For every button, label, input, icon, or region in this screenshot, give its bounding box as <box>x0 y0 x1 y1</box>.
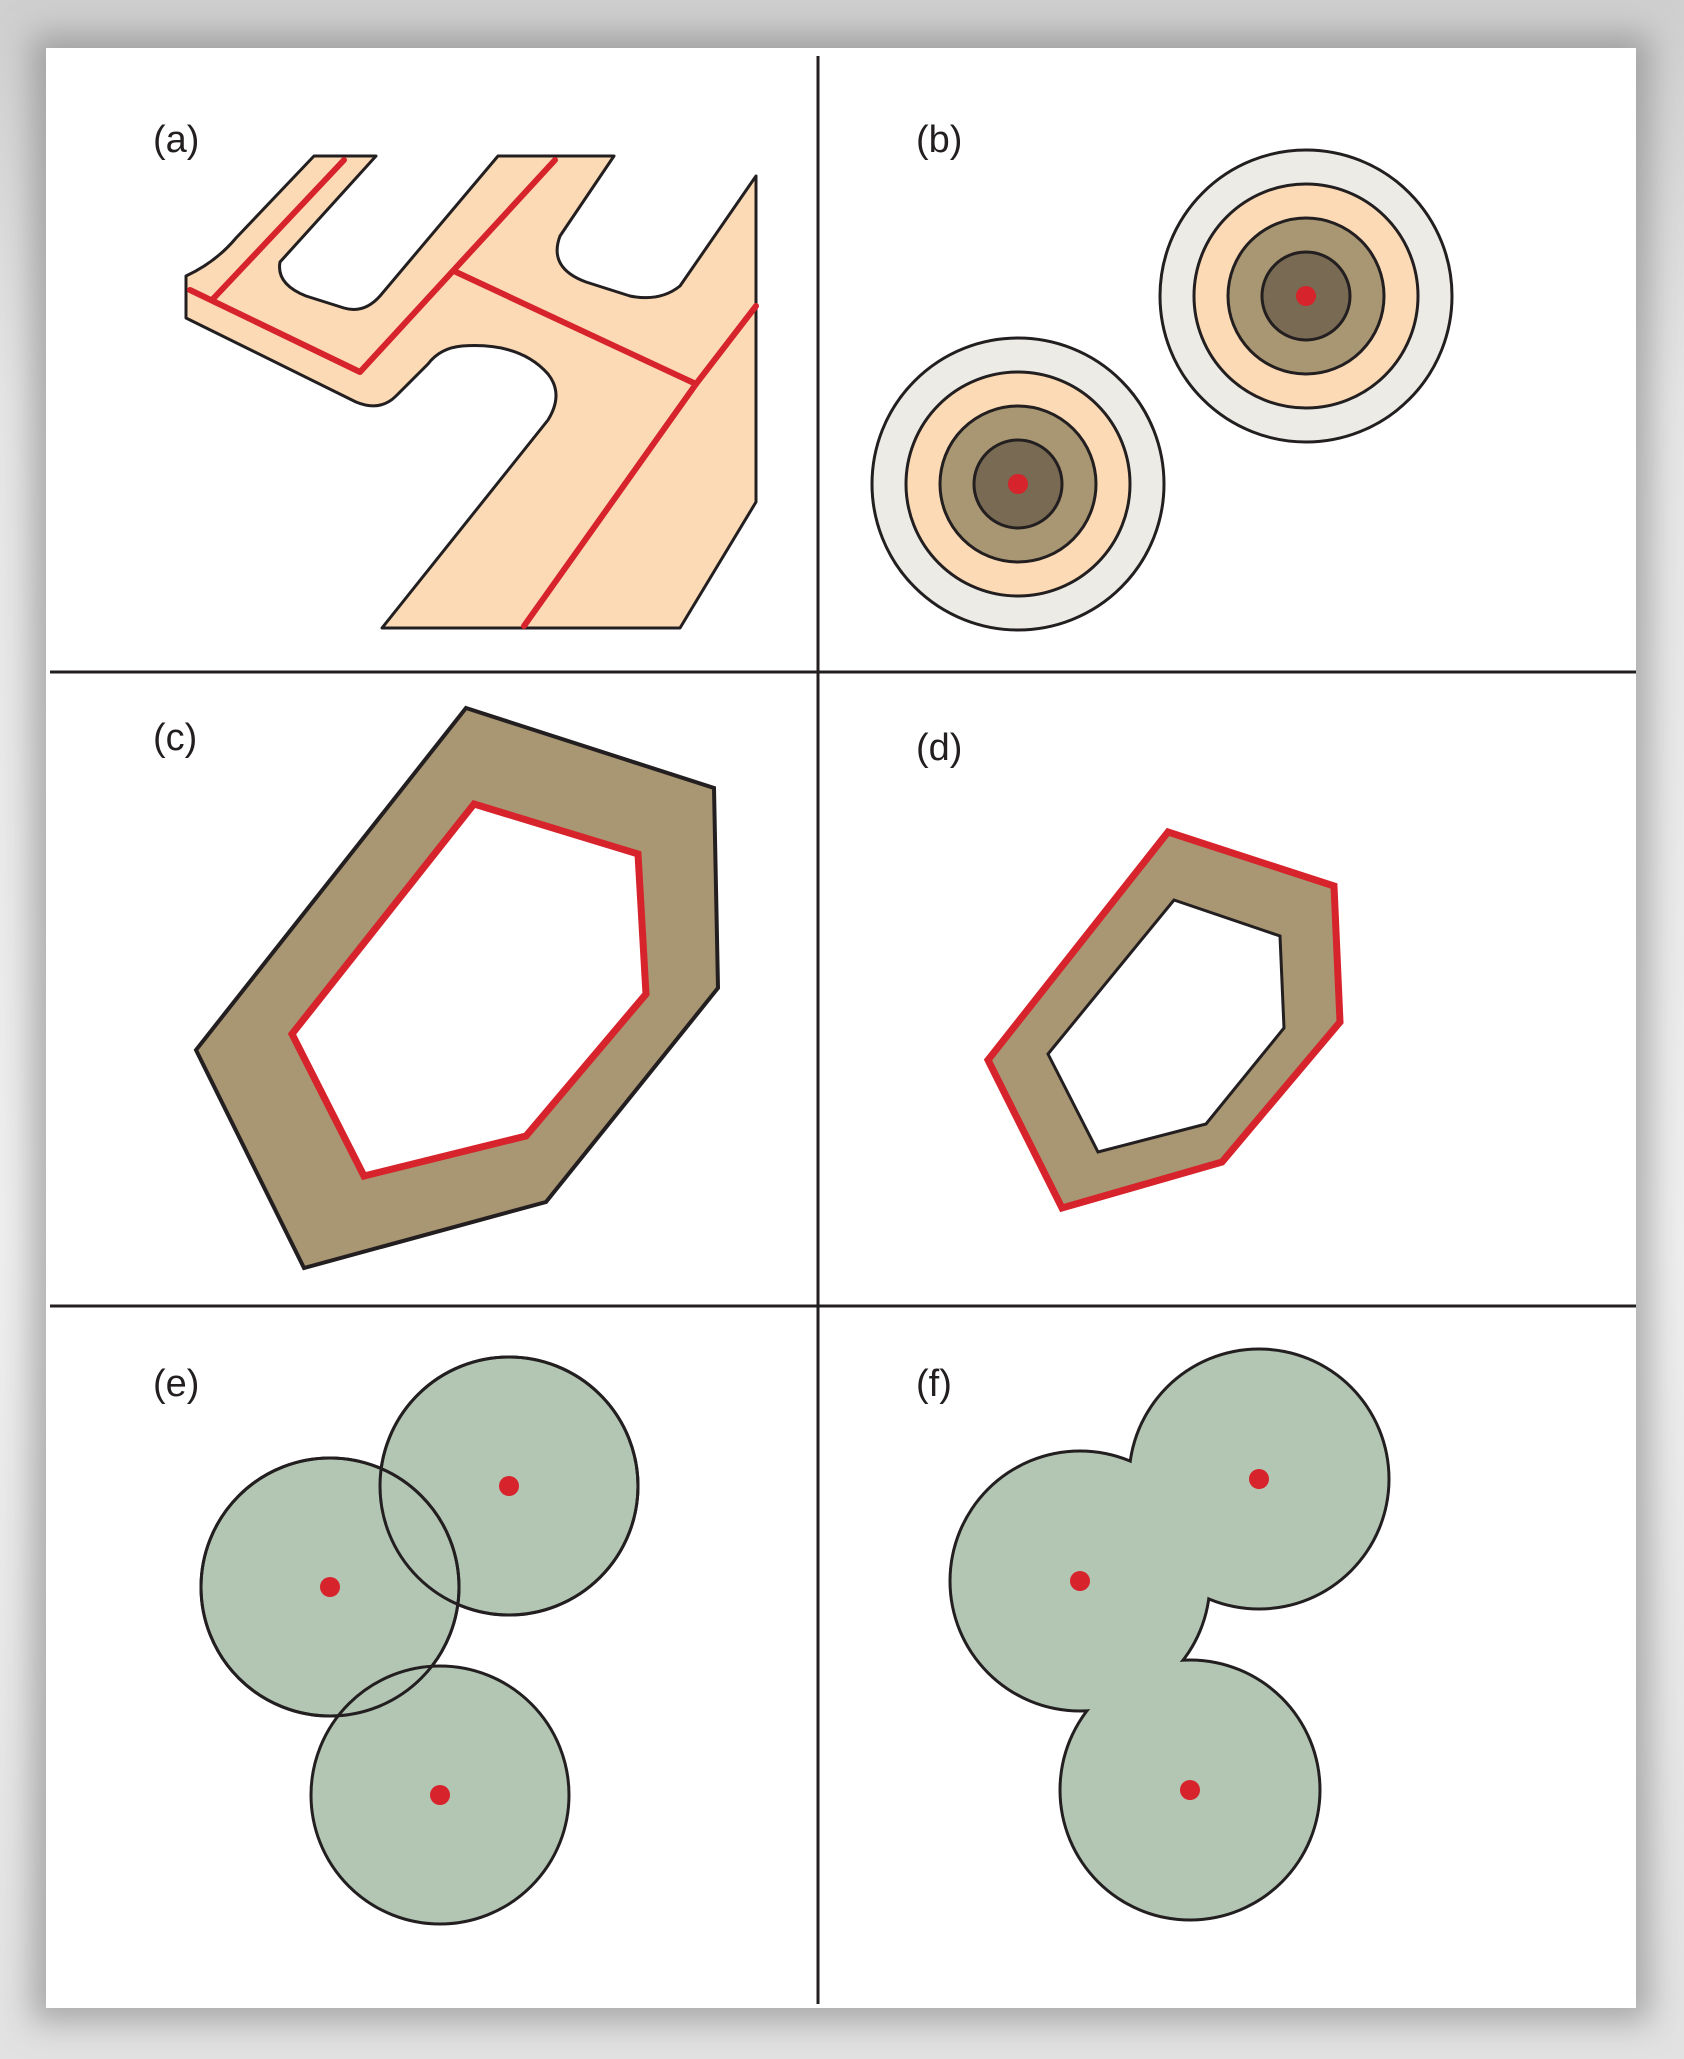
point-feature-2 <box>1070 1571 1090 1591</box>
panel-b-ring-buffers <box>870 148 1454 632</box>
point-feature <box>1008 474 1028 494</box>
panel-label-a: (a) <box>153 119 199 161</box>
polygon-buffer-ring <box>986 830 1342 1210</box>
panel-c-outer-polygon-buffer <box>193 705 721 1271</box>
road-line-2 <box>209 157 347 303</box>
panel-label-f: (f) <box>916 1363 952 1405</box>
panel-label-c: (c) <box>153 717 197 759</box>
panel-dividers <box>50 56 1636 2004</box>
panel-a-line-buffer <box>184 154 759 630</box>
polygon-feature-outline <box>983 827 1344 1213</box>
panel-e-overlapping-buffers <box>199 1355 640 1926</box>
point-feature-2 <box>320 1577 340 1597</box>
point-feature <box>1296 286 1316 306</box>
ring-buffer-upper <box>1158 148 1454 444</box>
ring-buffer-lower <box>870 336 1166 632</box>
dissolved-fill <box>951 1350 1388 1919</box>
road-buffer-area <box>184 154 758 630</box>
panel-d-inner-polygon-buffer <box>983 827 1344 1213</box>
road-line-1 <box>187 157 558 375</box>
point-feature-3 <box>1180 1780 1200 1800</box>
panel-label-e: (e) <box>153 1363 199 1405</box>
road-centerlines <box>187 157 759 629</box>
panel-f-dissolved-buffers <box>948 1347 1391 1922</box>
panel-label-d: (d) <box>916 727 962 769</box>
point-feature-1 <box>499 1476 519 1496</box>
buffer-circle-2-outline <box>199 1456 461 1718</box>
road-line-4 <box>521 381 699 629</box>
polygon-buffer-ring <box>193 705 721 1271</box>
point-feature-1 <box>1249 1469 1269 1489</box>
panel-label-b: (b) <box>916 119 962 161</box>
polygon-feature-outline <box>287 799 650 1181</box>
buffer-circle-1-outline <box>378 1355 640 1617</box>
point-feature-3 <box>430 1785 450 1805</box>
